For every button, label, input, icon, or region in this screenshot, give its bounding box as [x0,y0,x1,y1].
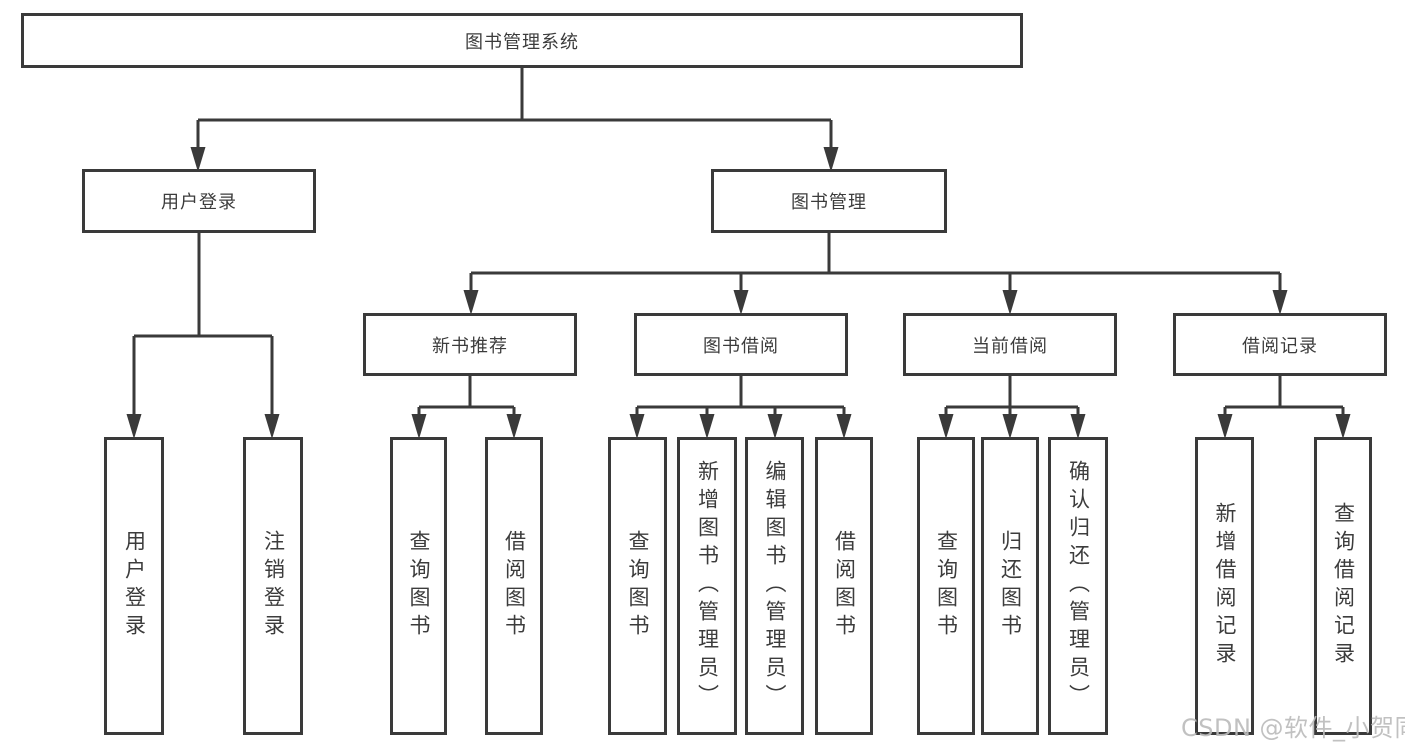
leaf-user-login: 用户登录 [104,437,164,735]
leaf-borrow-books: 借阅图书 [815,437,873,735]
leaf-query-borrow-record: 查询借阅记录 [1314,437,1372,735]
leaf-add-book-admin: 新增图书（管理员） [677,437,737,735]
leaf-confirm-return-admin: 确认归还（管理员） [1048,437,1108,735]
node-new-book-recommend: 新书推荐 [363,313,577,376]
leaf-edit-book-admin: 编辑图书（管理员） [745,437,804,735]
node-user-login: 用户登录 [82,169,316,233]
leaf-query-books-borrow: 查询图书 [608,437,667,735]
node-borrow-records: 借阅记录 [1173,313,1387,376]
node-book-management: 图书管理 [711,169,947,233]
leaf-query-books-recommend: 查询图书 [390,437,447,735]
leaf-return-books: 归还图书 [981,437,1039,735]
leaf-add-borrow-record: 新增借阅记录 [1195,437,1254,735]
leaf-logout: 注销登录 [243,437,303,735]
node-system-root: 图书管理系统 [21,13,1023,68]
leaf-query-books-current: 查询图书 [917,437,975,735]
node-book-borrow: 图书借阅 [634,313,848,376]
leaf-borrow-books-recommend: 借阅图书 [485,437,543,735]
node-current-borrow: 当前借阅 [903,313,1117,376]
arrowheads [126,147,1351,439]
watermark: CSDN @软件_小贺同学 [1181,714,1405,742]
